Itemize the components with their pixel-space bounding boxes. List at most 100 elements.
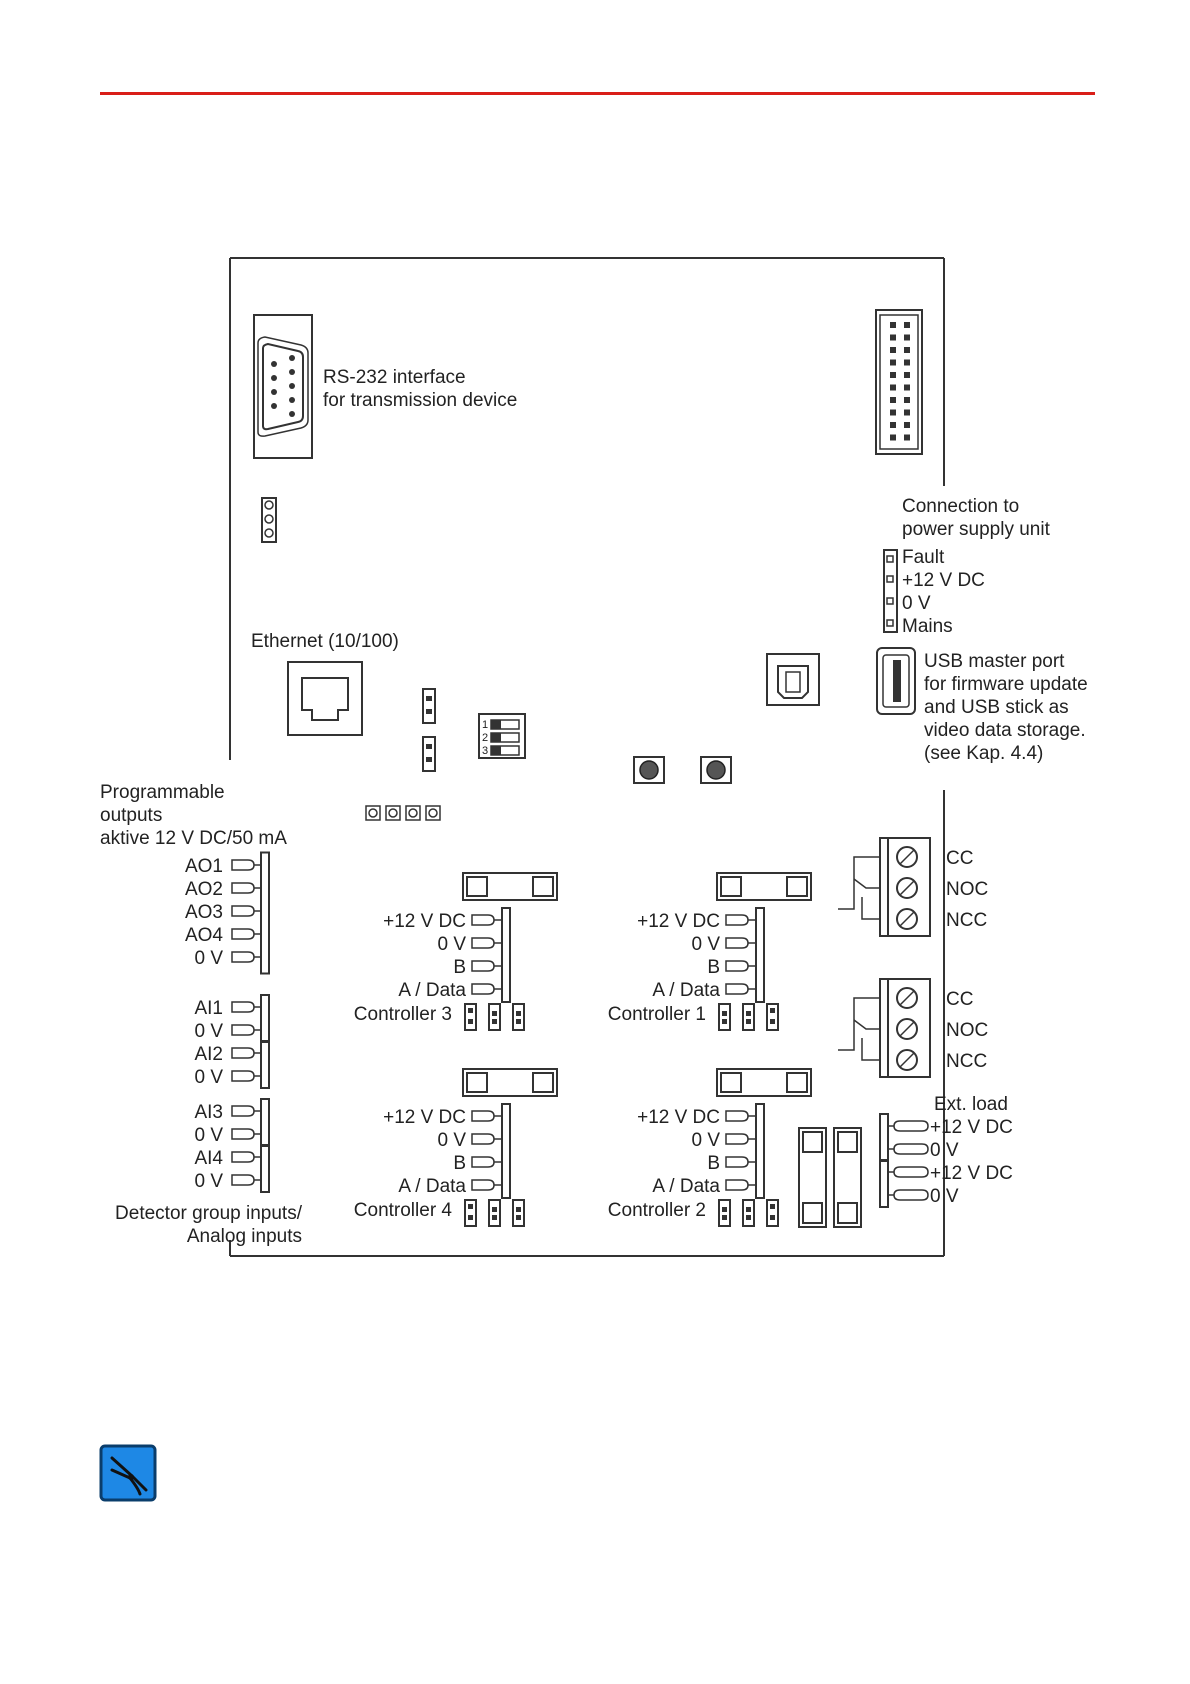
terminal-pin	[725, 914, 749, 926]
usb-label-line2: for firmware update	[924, 674, 1088, 695]
usb-label-line5: (see Kap. 4.4)	[924, 743, 1043, 764]
jumper-pin	[722, 1215, 727, 1220]
terminal-pin	[725, 983, 749, 995]
jumper-pin	[722, 1207, 727, 1212]
detector-label-line1: Detector group inputs/	[115, 1203, 303, 1224]
relay-contact	[853, 1019, 880, 1030]
relay-pin-label: CC	[946, 848, 973, 869]
psu-pin-fault: Fault	[902, 547, 945, 568]
header-pin	[904, 409, 910, 416]
jumper-hole	[264, 500, 274, 510]
screw-slot	[899, 911, 915, 927]
terminal-pin	[471, 1133, 495, 1145]
jumper-pin	[746, 1207, 751, 1212]
led-lens	[408, 808, 418, 818]
address-jumper	[742, 1199, 755, 1227]
terminal-label: AO1	[185, 856, 223, 877]
jumper-pin	[770, 1215, 775, 1220]
fuse-cap	[720, 1072, 742, 1093]
fuse	[462, 872, 558, 901]
bus-pin-label: B	[453, 957, 466, 978]
relay-wire	[838, 856, 880, 910]
terminal-block	[260, 1144, 270, 1193]
terminal-pin	[231, 1001, 255, 1013]
ext-pin	[893, 1166, 929, 1178]
psu-label-line1: Connection to	[902, 496, 1019, 517]
jumper-pin	[468, 1008, 473, 1013]
jumper-pin	[516, 1019, 521, 1024]
ext-pin-label: 0 V	[930, 1140, 959, 1161]
dip-label-3: 3	[482, 745, 488, 757]
dip-switch: 1 2 3	[478, 713, 526, 759]
jumper-pin	[492, 1011, 497, 1016]
header-pin	[890, 334, 896, 341]
controller-label: Controller 2	[608, 1200, 706, 1221]
relay-wire	[861, 1038, 880, 1061]
address-jumper	[512, 1003, 525, 1031]
jumper-pin	[770, 1008, 775, 1013]
bus-pin-label: B	[453, 1153, 466, 1174]
led	[425, 805, 441, 821]
prog-outputs-line3: aktive 12 V DC/50 mA	[100, 828, 287, 849]
usb-a-port	[876, 647, 916, 715]
screw	[896, 987, 918, 1009]
terminal-pin	[231, 1174, 255, 1186]
controller-label: Controller 3	[354, 1004, 452, 1025]
bus-pin-label: 0 V	[691, 934, 720, 955]
bus-pin-label: A / Data	[398, 980, 466, 1001]
fuse-cap	[532, 1072, 554, 1093]
jumper-left	[261, 497, 277, 543]
terminal-pin	[231, 1151, 255, 1163]
bus-pin-label: 0 V	[437, 1130, 466, 1151]
jumper-pin	[468, 1215, 473, 1220]
bus-pin-label: B	[707, 957, 720, 978]
terminal-label: AI4	[194, 1148, 223, 1169]
screw	[896, 877, 918, 899]
jumper-pin	[516, 1011, 521, 1016]
address-jumper	[488, 1003, 501, 1031]
push-buttons	[633, 756, 732, 784]
fuse-cap	[786, 1072, 808, 1093]
jumper-hole	[264, 528, 274, 538]
led	[365, 805, 381, 821]
address-jumper	[512, 1199, 525, 1227]
dip-label-1: 1	[482, 719, 488, 731]
rs232-label-line2: for transmission device	[323, 390, 517, 411]
fuse-cap	[466, 876, 488, 897]
jumper-pin	[492, 1019, 497, 1024]
fuse	[462, 1068, 558, 1097]
bus-terminal-block	[755, 907, 765, 1003]
psu-label-line2: power supply unit	[902, 519, 1051, 540]
jumper-hole	[264, 514, 274, 524]
relay-wire	[838, 997, 880, 1051]
terminal-pin	[231, 951, 255, 963]
jumper-pin	[722, 1019, 727, 1024]
address-jumper	[766, 1199, 779, 1227]
psu-pin-0v: 0 V	[902, 593, 931, 614]
psu-connector	[883, 549, 898, 633]
terminal-block	[260, 1098, 270, 1147]
header-pin	[890, 322, 896, 328]
terminal-pin	[231, 1024, 255, 1036]
header-pin	[904, 422, 910, 428]
jumper-pin	[770, 1019, 775, 1024]
terminal-pin	[725, 960, 749, 972]
screw	[896, 846, 918, 868]
header-rule	[100, 92, 1095, 95]
address-jumper	[464, 1199, 477, 1227]
header-pin	[904, 347, 910, 353]
psu-pin-12v: +12 V DC	[902, 570, 985, 591]
header-pin	[890, 384, 896, 391]
bus-terminal-block	[501, 1103, 511, 1199]
rs232-label-line1: RS-232 interface	[323, 367, 466, 388]
jumper-pair	[422, 688, 436, 772]
header-pin	[890, 359, 896, 366]
fuse-cap	[720, 876, 742, 897]
terminal-label: AO4	[185, 925, 223, 946]
relay-wire	[861, 897, 880, 920]
